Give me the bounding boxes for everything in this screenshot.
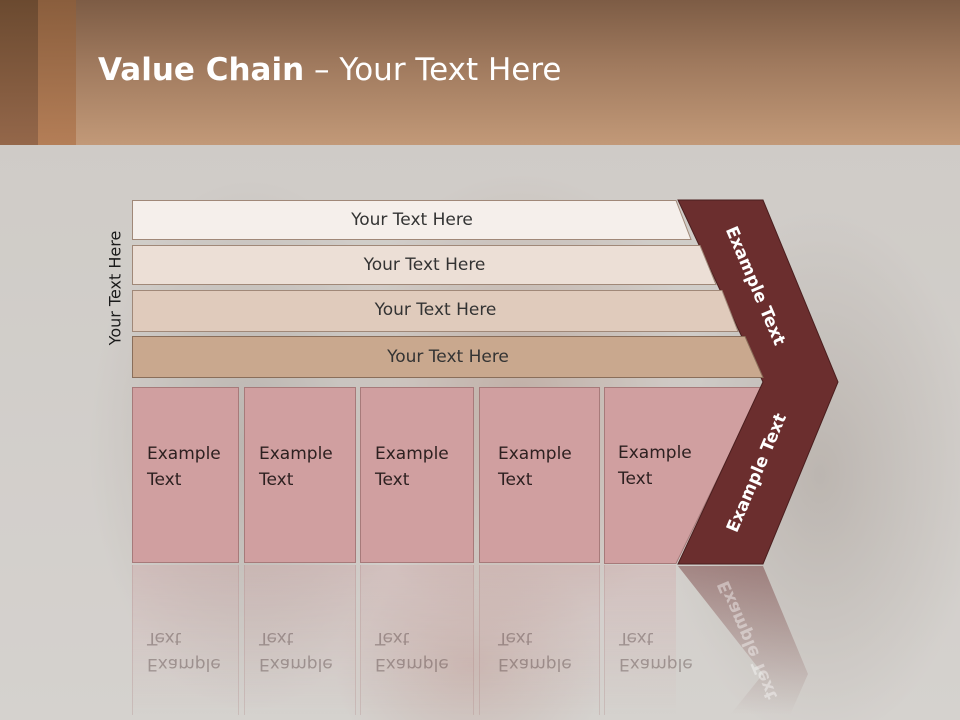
- column-text-line: Example: [375, 444, 449, 464]
- value-bar-1: Your Text Here: [132, 200, 692, 240]
- title-bold: Value Chain: [98, 52, 305, 88]
- column-reflection: Example Text: [604, 565, 693, 715]
- column-reflection: Example Text: [479, 565, 600, 715]
- title-rest: – Your Text Here: [304, 52, 562, 88]
- reflection-text: Example: [619, 654, 693, 674]
- column-text-line: Text: [498, 470, 533, 490]
- column-reflection: Example Text: [360, 565, 474, 715]
- header-accent-block: [0, 0, 38, 145]
- side-label: Your Text Here: [105, 230, 125, 346]
- value-bar-label: Your Text Here: [363, 255, 486, 275]
- reflection-text: Text: [498, 628, 533, 648]
- column-text-line: Example: [147, 444, 221, 464]
- reflection-text: Text: [619, 628, 654, 648]
- column-text-line: Text: [375, 470, 410, 490]
- column-text-line: Text: [147, 470, 182, 490]
- value-bar-3: Your Text Here: [132, 290, 739, 332]
- column-text-line: Example: [498, 444, 572, 464]
- reflection-text: Text: [147, 628, 182, 648]
- reflection-text: Example: [259, 654, 333, 674]
- reflection-text: Text: [375, 628, 410, 648]
- reflection-text: Example: [498, 654, 572, 674]
- reflection-text: Example: [147, 654, 221, 674]
- value-bar-4: Your Text Here: [132, 336, 764, 378]
- value-bar-label: Your Text Here: [387, 347, 509, 367]
- column-text-line: Text: [618, 469, 653, 489]
- value-bar-label: Your Text Here: [351, 210, 473, 230]
- slide-title: Value Chain – Your Text Here: [98, 52, 561, 88]
- reflection-text: Example: [375, 654, 449, 674]
- column-text-line: Text: [259, 470, 294, 490]
- column-text-line: Example: [618, 443, 692, 463]
- header-accent-block: [38, 0, 76, 145]
- value-bar-2: Your Text Here: [132, 245, 717, 285]
- value-bar-label: Your Text Here: [374, 300, 497, 320]
- activity-column-5: Example Text: [618, 440, 692, 492]
- column-text-line: Example: [259, 444, 333, 464]
- header-band: Value Chain – Your Text Here: [0, 0, 960, 145]
- reflection-text: Text: [259, 628, 294, 648]
- column-reflection: Example Text: [132, 565, 239, 715]
- column-reflection: Example Text: [244, 565, 356, 715]
